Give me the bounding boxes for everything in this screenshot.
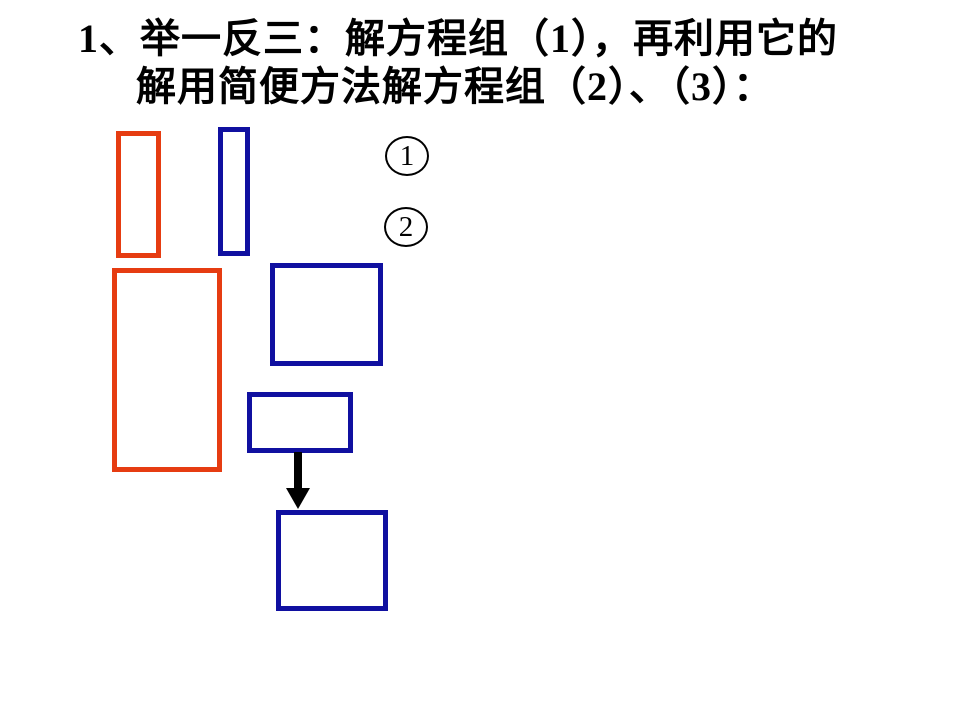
red-tall-rectangle (116, 131, 161, 258)
circled-number-2-label: 2 (398, 210, 414, 243)
blue-tall-rectangle (218, 127, 250, 256)
down-arrow-icon (286, 488, 310, 509)
blue-small-rectangle (247, 392, 353, 453)
circled-number-2: 2 (384, 207, 428, 247)
circled-number-1-label: 1 (399, 139, 415, 172)
slide-title-line-2: 解用简便方法解方程组（2）、（3）： (136, 64, 774, 109)
blue-medium-rectangle (270, 263, 383, 366)
down-arrow-shaft (294, 452, 302, 490)
blue-bottom-rectangle (276, 510, 388, 611)
slide-title-line-1: 1、举一反三：解方程组（1），再利用它的 (78, 16, 838, 61)
red-large-rectangle (112, 268, 222, 472)
circled-number-1: 1 (385, 136, 429, 176)
